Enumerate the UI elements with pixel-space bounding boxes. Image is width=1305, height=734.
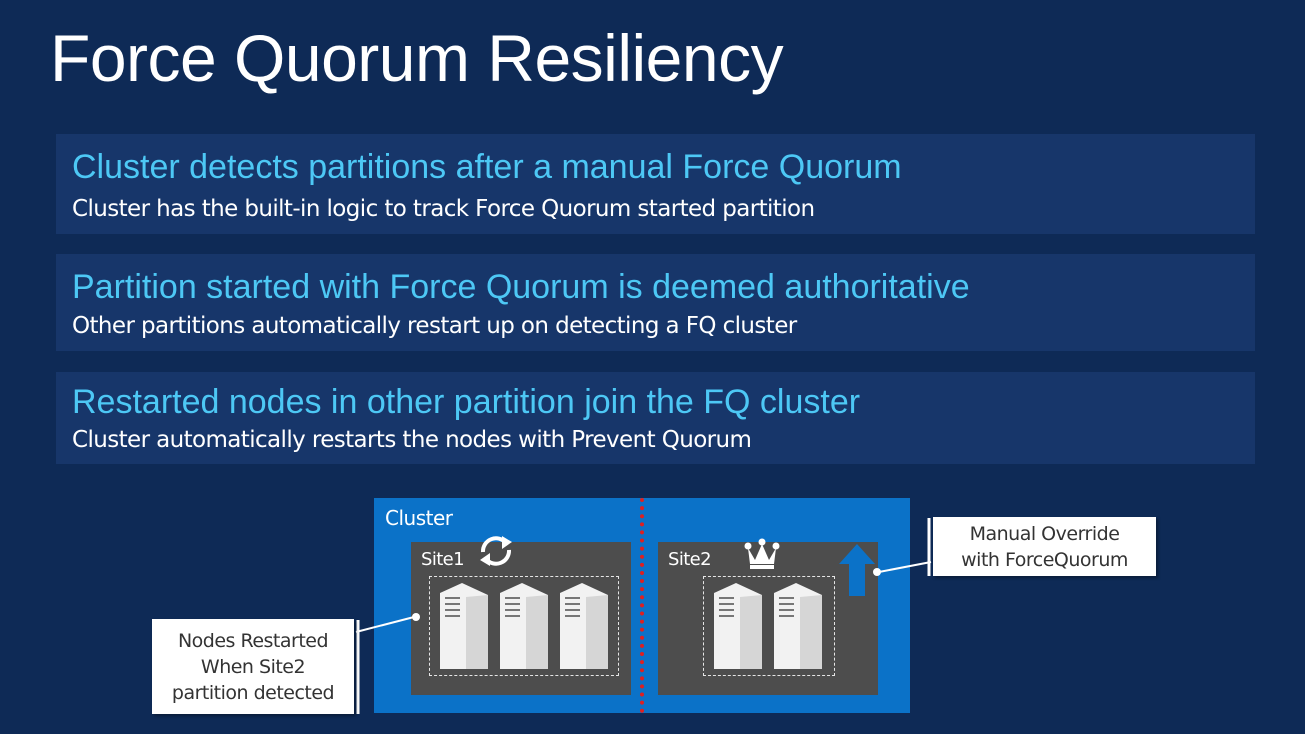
point-detail-2: Other partitions automatically restart u… xyxy=(72,313,797,339)
point-heading-3: Restarted nodes in other partition join … xyxy=(72,383,861,421)
point-detail-1: Cluster has the built-in logic to track … xyxy=(72,196,815,222)
site1-label: Site1 xyxy=(421,549,465,570)
callout-manual-override: Manual Override with ForceQuorum xyxy=(933,517,1156,576)
point-heading-2: Partition started with Force Quorum is d… xyxy=(72,268,970,306)
server-icon xyxy=(774,583,822,669)
callout-right-line-1: Manual Override xyxy=(969,523,1120,545)
callout-left-line-2: When Site2 xyxy=(200,656,306,678)
point-card-3: Restarted nodes in other partition join … xyxy=(56,372,1255,464)
callout-left-line-1: Nodes Restarted xyxy=(177,630,329,652)
server-icon xyxy=(560,583,608,669)
callout-right-line-2: with ForceQuorum xyxy=(961,549,1128,571)
cluster-box: Cluster Site1 xyxy=(374,498,910,713)
server-icon xyxy=(500,583,548,669)
site2-label: Site2 xyxy=(668,549,712,570)
point-card-1: Cluster detects partitions after a manua… xyxy=(56,134,1255,234)
partition-divider xyxy=(640,498,644,713)
server-icon xyxy=(714,583,762,669)
site2-nodes xyxy=(703,576,835,676)
point-heading-1: Cluster detects partitions after a manua… xyxy=(72,148,902,186)
cluster-label: Cluster xyxy=(385,506,453,530)
site1-box: Site1 xyxy=(411,536,631,695)
callout-left-line-3: partition detected xyxy=(171,682,335,704)
site1-nodes xyxy=(429,576,619,676)
point-detail-3: Cluster automatically restarts the nodes… xyxy=(72,427,752,453)
point-card-2: Partition started with Force Quorum is d… xyxy=(56,254,1255,351)
callout-nodes-restarted: Nodes Restarted When Site2 partition det… xyxy=(152,619,354,714)
up-arrow-icon xyxy=(839,544,875,596)
crown-icon xyxy=(744,538,780,569)
refresh-icon xyxy=(480,536,512,566)
slide-title: Force Quorum Resiliency xyxy=(50,21,784,95)
server-icon xyxy=(440,583,488,669)
site2-box: Site2 xyxy=(658,538,878,695)
